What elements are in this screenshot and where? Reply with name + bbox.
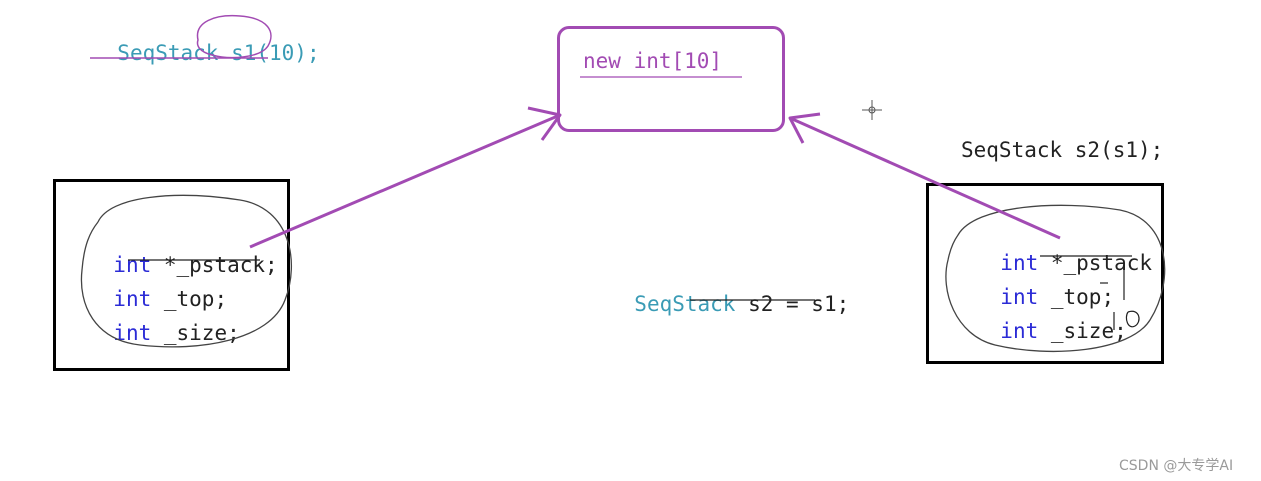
s2-assign-type: SeqStack [634, 292, 736, 316]
s1-field-top-name: _top; [151, 287, 228, 311]
s1-field-size-type: int [113, 321, 152, 345]
s1-pointer-arrow [249, 113, 561, 249]
s2-field-size-type: int [1000, 319, 1039, 343]
s2-assignment: SeqStack s2 = s1; [609, 273, 849, 315]
s1-arg-circle [196, 14, 272, 59]
s2-field-top-type: int [1000, 285, 1039, 309]
crosshair-cursor-icon [862, 100, 882, 120]
s2-fields-circle [945, 204, 1166, 352]
s2-field-pstack-name: *_pstack [1038, 251, 1153, 275]
watermark: CSDN @大专学AI [1119, 458, 1234, 474]
s2-assign-rest: s2 = s1; [735, 292, 850, 316]
s2-zero-scribble [1125, 310, 1140, 328]
heap-block [557, 26, 785, 132]
s2-field-size: int _size; [975, 300, 1127, 343]
s2-copy-constructor: SeqStack s2(s1); [961, 138, 1164, 162]
s2-field-pstack-type: int [1000, 251, 1039, 275]
s2-pointer-arrow [789, 116, 1061, 240]
s2-pointer-arrowhead [788, 112, 821, 144]
s1-field-size: int _size; [88, 302, 240, 345]
s2-field-top: int _top; [975, 266, 1114, 308]
s1-object-box [53, 179, 290, 371]
s1-field-size-name: _size; [151, 321, 240, 345]
heap-label: new int[10] [583, 49, 723, 73]
s2-field-pstack: int *_pstack [975, 232, 1152, 274]
s2-field-size-name: _size; [1038, 319, 1127, 343]
s2-object-box [926, 183, 1164, 364]
s1-field-top-type: int [113, 287, 152, 311]
s2-field-top-name: _top; [1038, 285, 1115, 309]
s1-field-top: int _top; [88, 268, 227, 310]
s1-pointer-arrowhead [527, 106, 562, 141]
s1-fields-circle [80, 194, 292, 348]
